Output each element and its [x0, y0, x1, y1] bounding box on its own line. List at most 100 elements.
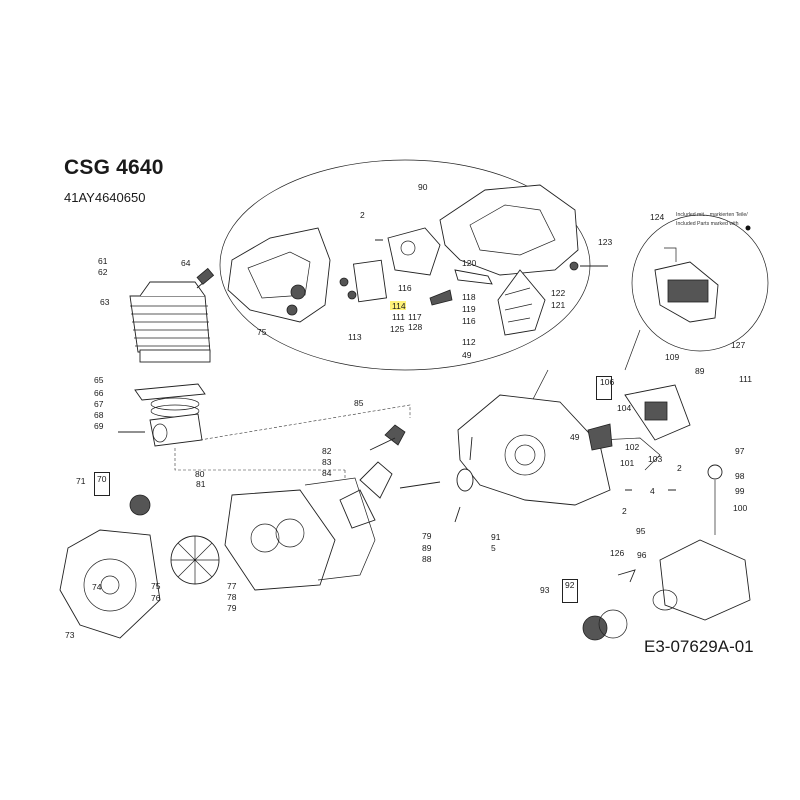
part-label: 95 [636, 526, 646, 536]
part-label: 96 [637, 550, 647, 560]
chain-brake-band [497, 269, 546, 336]
model-number: 41AY4640650 [64, 190, 146, 205]
part-label: 83 [322, 457, 332, 467]
part-label: 119 [462, 304, 476, 314]
oil-pump [587, 423, 613, 451]
part-label: 116 [462, 316, 476, 326]
part-label: 98 [735, 471, 745, 481]
detail-oval-top [219, 159, 591, 371]
part-label: 81 [196, 479, 206, 489]
piston-ring [150, 397, 200, 411]
cover-nut [290, 284, 306, 300]
detail-circle-right [631, 214, 769, 352]
marker-dot [745, 225, 751, 231]
part-label: 109 [665, 352, 679, 362]
part-label: 71 [76, 476, 86, 486]
part-label: 93 [540, 585, 550, 595]
label-box-70 [94, 472, 110, 496]
part-label: 2 [360, 210, 365, 220]
part-label: 63 [100, 297, 110, 307]
part-label: 120 [462, 258, 476, 268]
crankcase-gasket [304, 477, 376, 581]
part-label: 100 [733, 503, 747, 513]
part-label: 67 [94, 399, 104, 409]
part-label: 113 [348, 332, 362, 342]
part-label: 101 [620, 458, 634, 468]
part-label: 104 [617, 403, 631, 413]
part-label: 79 [227, 603, 237, 613]
part-label: 117 [408, 312, 422, 322]
part-label: 111 [739, 374, 752, 384]
part-label: 74 [92, 582, 102, 592]
cylinder-gasket [134, 383, 206, 401]
part-label: 77 [227, 581, 237, 591]
part-label-114-highlight: 114 [392, 301, 406, 311]
part-label: 2 [622, 506, 627, 516]
part-label: 66 [94, 388, 104, 398]
part-label: 78 [227, 592, 237, 602]
part-label: 124 [650, 212, 664, 222]
air-filter-cover [659, 539, 751, 621]
part-label: 62 [98, 267, 108, 277]
part-label: 88 [422, 554, 432, 564]
part-label: 106 [600, 377, 614, 387]
note-line-2: Included Parts marked with [676, 221, 739, 227]
part-label: 68 [94, 410, 104, 420]
part-label: 125 [390, 324, 404, 334]
part-label: 126 [610, 548, 624, 558]
part-label: 91 [491, 532, 501, 542]
part-label: 99 [735, 486, 745, 496]
part-label: 90 [418, 182, 428, 192]
part-label: 64 [181, 258, 191, 268]
part-label: 76 [151, 593, 161, 603]
part-label: 65 [94, 375, 104, 385]
part-label: 79 [422, 531, 432, 541]
part-label: 82 [322, 446, 332, 456]
part-label: 103 [648, 454, 662, 464]
filter-clip [617, 569, 636, 583]
part-label: 49 [570, 432, 580, 442]
piston [149, 413, 203, 447]
part-label: 89 [422, 543, 432, 553]
part-label: 75 [257, 327, 267, 337]
diagram-reference: E3-07629A-01 [644, 637, 754, 656]
page-title: CSG 4640 [64, 156, 164, 179]
part-label: 97 [735, 446, 745, 456]
rear-housing [439, 184, 579, 276]
chain-cover [227, 227, 331, 323]
note-line-1: Included mit... markierten Teile/ [676, 212, 748, 218]
part-label: 111 [392, 312, 405, 322]
label-box-92 [562, 579, 578, 603]
part-label: 49 [462, 350, 472, 360]
part-label: 89 [695, 366, 705, 376]
part-label: 4 [650, 486, 655, 496]
highlight-box [390, 301, 406, 310]
part-label: 75 [151, 581, 161, 591]
part-label: 70 [97, 474, 107, 484]
primer-bulb [707, 464, 723, 480]
crankcase-left [224, 489, 336, 591]
part-label: 69 [94, 421, 104, 431]
part-label: 102 [625, 442, 639, 452]
part-label: 61 [98, 256, 108, 266]
part-label: 127 [731, 340, 745, 350]
recoil-starter [582, 615, 608, 641]
part-label: 123 [598, 237, 612, 247]
part-label: 128 [408, 322, 422, 332]
crankshaft [359, 461, 393, 499]
part-label: 80 [195, 469, 205, 479]
label-box-106 [596, 376, 612, 400]
part-label: 122 [551, 288, 565, 298]
part-label: 85 [354, 398, 364, 408]
part-label: 73 [65, 630, 75, 640]
part-label: 118 [462, 292, 476, 302]
leader-circle [624, 329, 641, 371]
part-label: 112 [462, 337, 476, 347]
needle-bearing [384, 424, 406, 446]
brake-plate [352, 259, 388, 303]
part-label: 84 [322, 468, 332, 478]
part-label: 92 [565, 580, 575, 590]
